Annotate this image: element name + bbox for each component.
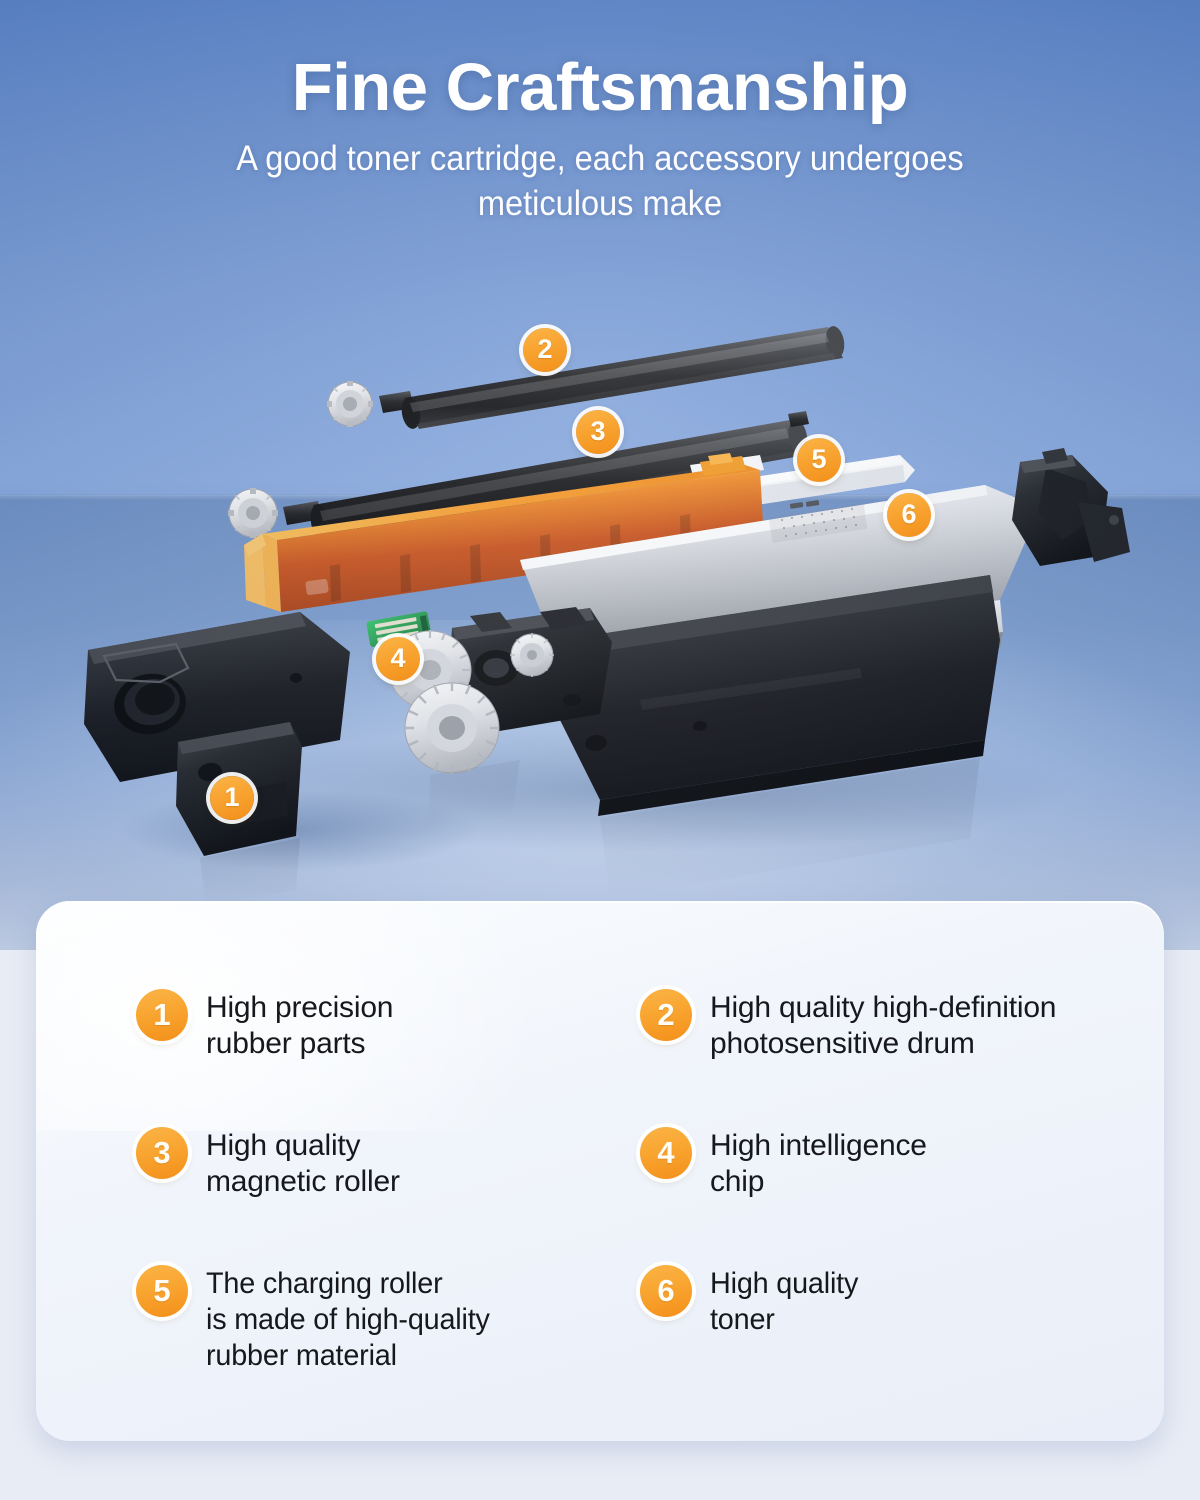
- feature-badge-3-number: 3: [153, 1134, 171, 1170]
- callout-pin-5[interactable]: 5: [797, 438, 841, 482]
- feature-badge-4: 4: [640, 1127, 692, 1179]
- feature-text-1: High precision rubber parts: [206, 991, 394, 1060]
- feature-badge-5-number: 5: [153, 1272, 171, 1308]
- feature-badge-4-number: 4: [657, 1134, 675, 1170]
- page-title: Fine Craftsmanship: [291, 50, 909, 125]
- callout-pin-2-label: 2: [537, 333, 553, 364]
- feature-text-3: High quality magnetic roller: [206, 1129, 400, 1198]
- header-block: Fine Craftsmanship A good toner cartridg…: [0, 52, 1200, 227]
- callout-pin-2[interactable]: 2: [523, 328, 567, 372]
- callout-pin-3-label: 3: [590, 415, 606, 446]
- feature-text-6: High quality toner: [710, 1267, 859, 1336]
- callout-pin-3[interactable]: 3: [576, 410, 620, 454]
- feature-text-4: High intelligence chip: [710, 1129, 927, 1198]
- feature-list-card: 1 High precision rubber parts 2 High qua…: [36, 901, 1164, 1441]
- feature-badge-6-number: 6: [657, 1272, 675, 1308]
- feature-item-1[interactable]: 1 High precision rubber parts: [136, 987, 630, 1125]
- callout-pin-4-label: 4: [390, 642, 406, 673]
- feature-badge-1: 1: [136, 989, 188, 1041]
- hero-illustration-section: Fine Craftsmanship A good toner cartridg…: [0, 0, 1200, 950]
- feature-badge-6: 6: [640, 1265, 692, 1317]
- callout-pin-6[interactable]: 6: [887, 493, 931, 537]
- feature-text-5: The charging roller is made of high-qual…: [206, 1267, 490, 1372]
- callout-pin-1-label: 1: [224, 781, 240, 812]
- feature-item-2[interactable]: 2 High quality high-definition photosens…: [640, 987, 1134, 1125]
- feature-item-3[interactable]: 3 High quality magnetic roller: [136, 1125, 630, 1263]
- feature-grid: 1 High precision rubber parts 2 High qua…: [36, 901, 1164, 1441]
- feature-badge-1-number: 1: [153, 996, 171, 1032]
- feature-badge-5: 5: [136, 1265, 188, 1317]
- page-subtitle: A good toner cartridge, each accessory u…: [236, 139, 964, 223]
- feature-badge-2: 2: [640, 989, 692, 1041]
- callout-pin-6-label: 6: [901, 498, 917, 529]
- feature-badge-2-number: 2: [657, 996, 675, 1032]
- callout-pin-5-label: 5: [811, 443, 827, 474]
- callout-pin-1[interactable]: 1: [210, 776, 254, 820]
- feature-text-2: High quality high-definition photosensit…: [710, 991, 1057, 1060]
- feature-item-5[interactable]: 5 The charging roller is made of high-qu…: [136, 1263, 630, 1401]
- feature-item-4[interactable]: 4 High intelligence chip: [640, 1125, 1134, 1263]
- feature-badge-3: 3: [136, 1127, 188, 1179]
- callout-pin-4[interactable]: 4: [376, 637, 420, 681]
- feature-item-6[interactable]: 6 High quality toner: [640, 1263, 1134, 1401]
- toner-cartridge-exploded-illustration: [84, 326, 1130, 906]
